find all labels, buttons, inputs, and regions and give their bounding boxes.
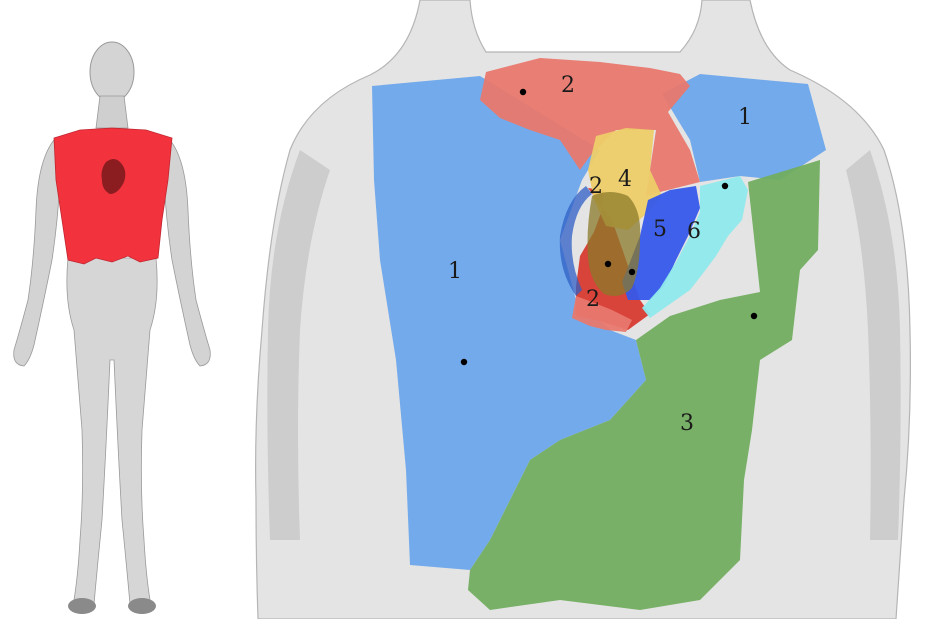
torso-closeup: 2 1 4 2 5 6 1 2 3 (256, 0, 911, 619)
torso-highlight (54, 128, 172, 264)
full-body-figure (14, 42, 211, 614)
marker-dot (629, 269, 635, 275)
label-region-2-top: 2 (561, 73, 575, 98)
label-region-1-right: 1 (738, 105, 752, 130)
marker-dot (461, 359, 467, 365)
right-foot (128, 598, 156, 614)
label-region-6: 6 (687, 219, 701, 244)
marker-dot (722, 183, 728, 189)
left-arm (14, 140, 60, 366)
marker-dot (520, 89, 526, 95)
right-arm (164, 140, 210, 366)
heart-overlay (588, 192, 641, 296)
label-region-2-low: 2 (586, 287, 600, 312)
label-region-4: 4 (618, 167, 632, 192)
left-foot (68, 598, 96, 614)
pelvis-and-legs (67, 258, 157, 604)
marker-dot (751, 313, 757, 319)
label-region-3: 3 (680, 411, 694, 436)
marker-dot (605, 261, 611, 267)
neck (96, 96, 128, 128)
label-region-2-mid: 2 (589, 174, 603, 199)
label-region-5: 5 (653, 217, 667, 242)
label-region-1-left: 1 (448, 259, 462, 284)
head (90, 42, 134, 102)
